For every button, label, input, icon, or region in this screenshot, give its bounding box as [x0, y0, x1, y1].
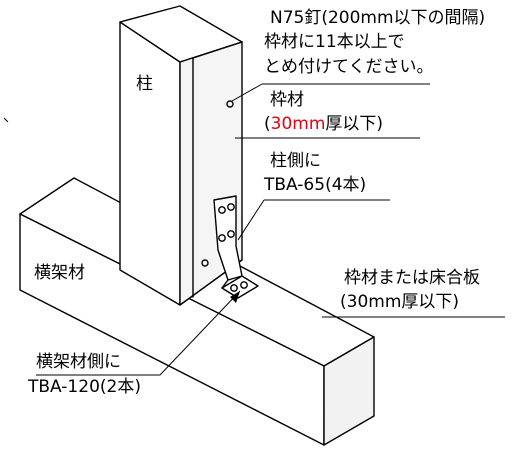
nail-note-line2: 枠材に11本以上で: [264, 32, 405, 52]
frame-thickness-open: (: [264, 114, 271, 134]
bracket-bend-line: [221, 279, 229, 289]
nail-mark-lower: [201, 259, 209, 267]
frame-thickness-value: 30mm: [270, 114, 326, 134]
frame-thickness-close: 厚以下): [325, 114, 384, 134]
post-front-face: [119, 21, 181, 306]
frame-thickness: (30mm厚以下): [264, 114, 383, 135]
post-side-spec: TBA-65(4本): [264, 175, 367, 195]
nail-note-line3: とめ付けてください。: [264, 57, 434, 77]
leader-post-side: [237, 199, 265, 241]
post-side-title: 柱側に: [270, 151, 321, 171]
screw-6: [240, 281, 248, 289]
leader-nail: [231, 83, 263, 102]
screw-4: [227, 230, 235, 238]
beam-side-title: 横架材側に: [36, 352, 121, 372]
post-label: 柱: [136, 74, 153, 94]
leader-beam-side: [36, 290, 241, 376]
beam-end-face: [323, 336, 375, 446]
margin-tick: [3, 117, 9, 123]
leader-beam-side-arrow: [230, 291, 240, 303]
beam-side-spec: TBA-120(2本): [28, 377, 141, 397]
screw-5: [230, 284, 238, 292]
nail-mark-upper: [226, 100, 234, 108]
frame-title: 枠材: [270, 90, 304, 110]
nail-note-line1: N75釘(200mm以下の間隔): [270, 8, 486, 28]
floor-note-line1: 枠材または床合板: [344, 268, 480, 288]
bracket-foot-plate: [221, 275, 259, 299]
beam-label: 横架材: [34, 263, 85, 283]
floor-note-line2: (30mm厚以下): [340, 292, 460, 312]
screw-3: [218, 234, 226, 242]
screw-2: [227, 203, 235, 211]
screw-1: [218, 206, 226, 214]
frame-top-edge: [192, 41, 243, 59]
